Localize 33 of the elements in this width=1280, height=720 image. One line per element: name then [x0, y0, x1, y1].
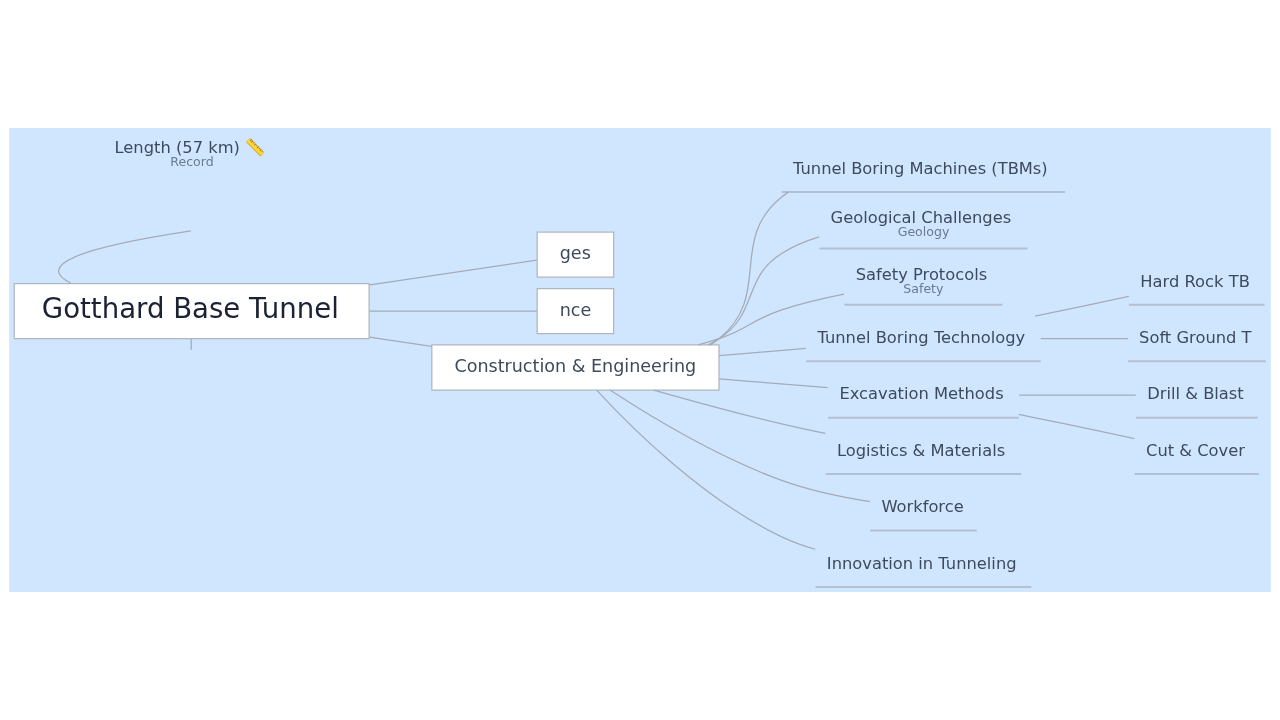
node-text: Innovation in Tunneling: [826, 553, 1017, 573]
node-box: ges: [536, 231, 615, 278]
node-box: Gotthard Base Tunnel: [13, 282, 370, 340]
node-box: nce: [536, 287, 615, 335]
connector: [368, 259, 538, 286]
node-text: Tunnel Boring Technology: [817, 327, 1026, 347]
node-text: Logistics & Materials: [836, 440, 1006, 460]
node-text: Length (57 km) 📏 Record: [114, 137, 266, 170]
node-text: Safety Protocols Safety: [855, 264, 988, 296]
connector: [1034, 295, 1130, 317]
connector: [697, 293, 845, 346]
connector: [653, 389, 826, 435]
connector: [596, 389, 816, 550]
connector: [58, 230, 192, 284]
connector: [1040, 338, 1129, 340]
node-text: Excavation Methods: [839, 384, 1004, 404]
connector: [368, 310, 538, 312]
node-text: Geological Challenges Geology: [830, 208, 1012, 240]
node-text: Hard Rock TB: [1140, 271, 1250, 291]
connector: [707, 236, 820, 346]
connector: [718, 378, 829, 389]
connector: [709, 191, 789, 346]
node-text: Soft Ground T: [1139, 327, 1252, 347]
connector: [718, 347, 807, 357]
node-text: Drill & Blast: [1147, 384, 1244, 404]
connector: [368, 336, 433, 348]
node-box: Construction & Engineering: [431, 344, 720, 391]
connector: [1018, 413, 1136, 440]
connector: [1018, 394, 1137, 396]
connector: [609, 389, 871, 503]
node-text: Cut & Cover: [1146, 440, 1245, 460]
node-text: Workforce: [881, 497, 964, 517]
node-text: Tunnel Boring Machines (TBMs): [792, 158, 1048, 178]
